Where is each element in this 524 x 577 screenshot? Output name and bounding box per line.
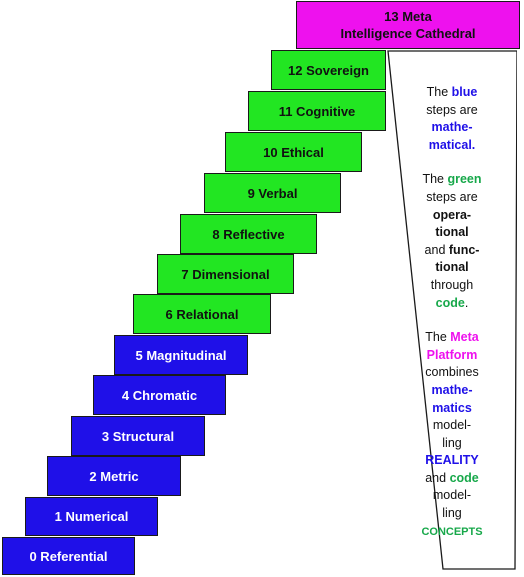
panel-outline [387, 50, 517, 570]
step-6-relational: 6 Relational [133, 294, 271, 334]
step-4-chromatic: 4 Chromatic [93, 375, 226, 415]
green-steps-note: The green steps are opera- tional and fu… [422, 172, 482, 310]
step-label: 2 Metric [89, 468, 139, 484]
step-label: 3 Structural [101, 428, 175, 444]
step-13-meta-intelligence-cathedral: 13 Meta Intelligence Cathedral [296, 1, 520, 49]
meta-title-line1: 13 Meta [384, 9, 432, 24]
step-label: 6 Relational [165, 306, 239, 322]
step-label: 11 Cognitive [278, 103, 356, 119]
step-10-ethical: 10 Ethical [225, 132, 362, 172]
step-label: 9 Verbal [247, 185, 298, 201]
panel-text: The blue steps are mathe- matical. The g… [387, 84, 517, 558]
step-label: 10 Ethical [263, 144, 324, 160]
blue-steps-note: The blue steps are mathe- matical. [426, 85, 478, 152]
step-1-numerical: 1 Numerical [25, 497, 158, 536]
step-label: 0 Referential [29, 548, 108, 564]
step-label: 7 Dimensional [181, 266, 270, 282]
meta-platform-note: The Meta Platform combines mathe- matics… [421, 330, 483, 538]
step-8-reflective: 8 Reflective [180, 214, 317, 254]
step-label: 8 Reflective [212, 226, 285, 242]
step-3-structural: 3 Structural [71, 416, 205, 456]
step-11-cognitive: 11 Cognitive [248, 91, 386, 131]
step-0-referential: 0 Referential [2, 537, 135, 575]
step-9-verbal: 9 Verbal [204, 173, 341, 213]
step-12-sovereign: 12 Sovereign [271, 50, 386, 90]
explanation-panel: The blue steps are mathe- matical. The g… [387, 50, 517, 570]
step-label: 5 Magnitudinal [135, 347, 227, 363]
step-label: 1 Numerical [54, 509, 129, 524]
step-label: 12 Sovereign [288, 62, 369, 78]
step-2-metric: 2 Metric [47, 456, 181, 496]
step-7-dimensional: 7 Dimensional [157, 254, 294, 294]
step-5-magnitudinal: 5 Magnitudinal [114, 335, 248, 375]
step-label: 4 Chromatic [121, 387, 198, 403]
meta-title-line2: Intelligence Cathedral [340, 26, 476, 41]
